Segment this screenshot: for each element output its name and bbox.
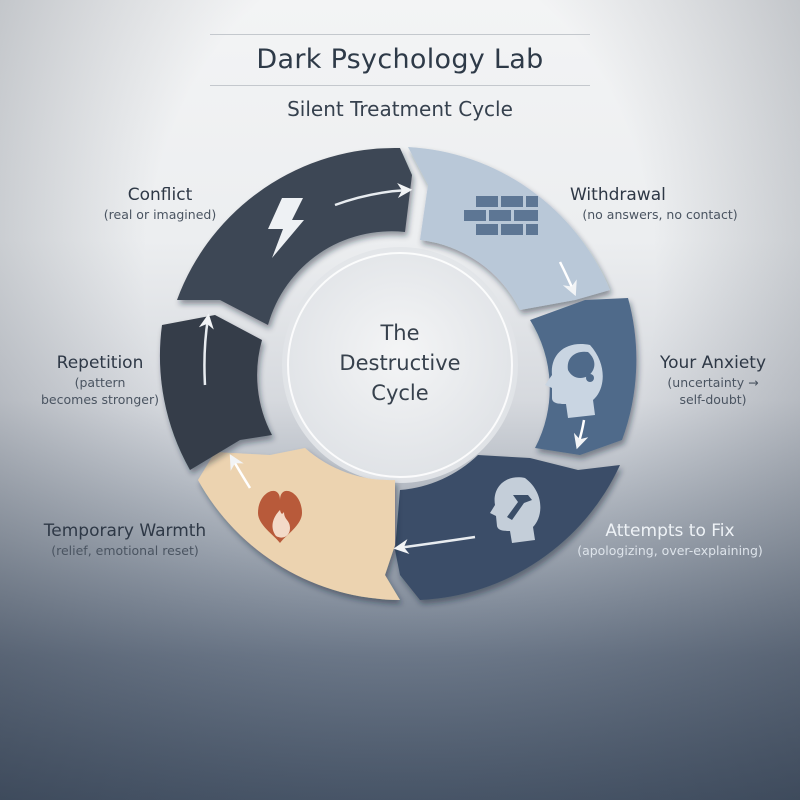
stage-title: Conflict xyxy=(127,185,193,205)
arrow-withdrawal-to-anxiety xyxy=(558,261,577,297)
arrow-conflict-to-withdrawal xyxy=(334,183,413,207)
stage-detail-line2: becomes stronger) xyxy=(41,392,159,407)
stage-label-warmth: Temporary Warmth (relief, emotional rese… xyxy=(25,520,225,559)
stage-label-repetition: Repetition (pattern becomes stronger) xyxy=(25,352,175,408)
stage-label-fix: Attempts to Fix (apologizing, over-expla… xyxy=(555,520,785,559)
segment-repetition[interactable] xyxy=(159,315,272,470)
stage-title: Your Anxiety xyxy=(659,353,767,373)
stage-detail: (real or imagined) xyxy=(103,207,217,222)
lightning-bolt-icon xyxy=(268,198,304,258)
arrow-warmth-to-repetition xyxy=(229,454,252,489)
center-ring-line xyxy=(287,252,513,478)
page-subtitle: Silent Treatment Cycle xyxy=(287,97,513,121)
stage-detail-line1: (uncertainty → xyxy=(667,375,759,390)
title-top-rule xyxy=(210,34,590,35)
segment-conflict[interactable] xyxy=(177,147,412,325)
head-mind-icon xyxy=(545,344,603,418)
arrow-repetition-to-conflict xyxy=(198,313,214,386)
stage-detail-line1: (pattern xyxy=(74,375,126,390)
brick-wall-icon xyxy=(464,196,538,235)
arrow-fix-to-warmth xyxy=(393,535,476,555)
title-bottom-rule xyxy=(210,85,590,86)
stage-label-withdrawal: Withdrawal (no answers, no contact) xyxy=(560,184,760,223)
center-label: The Destructive Cycle xyxy=(300,318,500,408)
arrow-anxiety-to-fix xyxy=(573,419,589,450)
center-disc xyxy=(282,247,518,483)
stage-label-conflict: Conflict (real or imagined) xyxy=(70,184,250,223)
stage-detail: (no answers, no contact) xyxy=(582,207,738,222)
center-line-2: Destructive xyxy=(339,351,461,375)
stage-title: Repetition xyxy=(56,353,144,373)
center-line-1: The xyxy=(380,321,420,345)
stage-detail: (relief, emotional reset) xyxy=(51,543,199,558)
stage-title: Attempts to Fix xyxy=(605,521,735,541)
stage-detail: (apologizing, over-explaining) xyxy=(577,543,763,558)
stage-detail-line2: self-doubt) xyxy=(679,392,747,407)
stage-title: Withdrawal xyxy=(570,185,666,205)
heart-flame-icon xyxy=(258,490,302,543)
stage-title: Temporary Warmth xyxy=(43,521,207,541)
head-wrench-icon xyxy=(490,477,541,543)
page-title: Dark Psychology Lab xyxy=(256,44,544,75)
stage-label-anxiety: Your Anxiety (uncertainty → self-doubt) xyxy=(638,352,788,408)
center-line-3: Cycle xyxy=(371,381,429,405)
